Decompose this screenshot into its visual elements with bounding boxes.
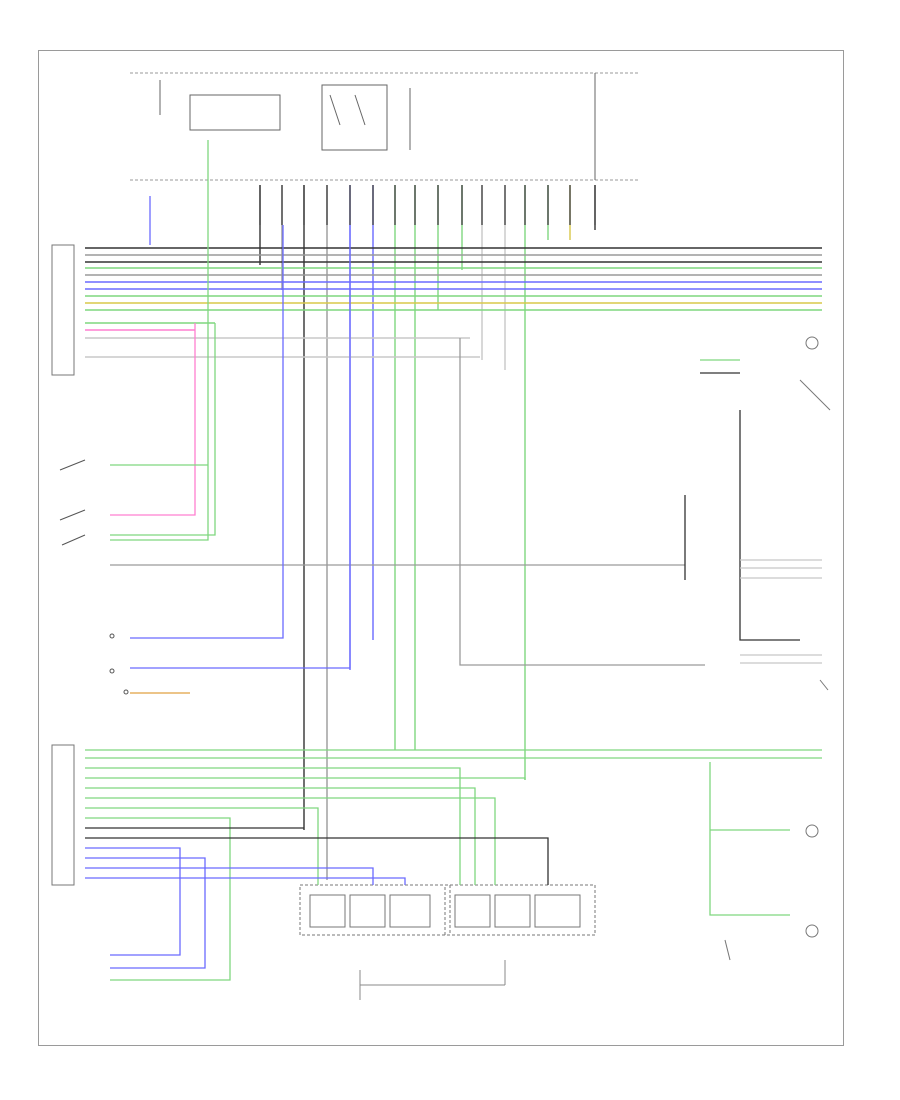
left-switches [59, 459, 129, 695]
misc-wires [85, 140, 822, 981]
right-components [724, 336, 831, 961]
wire-green-a [110, 140, 209, 541]
relay-block [159, 73, 596, 180]
wire-green-right-a [709, 762, 790, 916]
wire-bottom-f [85, 817, 231, 981]
bottom-modules [299, 884, 596, 1000]
wire-bottom-k [85, 867, 374, 885]
wire-blue-b [130, 225, 351, 669]
wire-bottom-a [85, 767, 461, 885]
wire-pink [110, 323, 196, 516]
wire-bottom-b [85, 777, 526, 780]
power-bus-top [130, 72, 640, 181]
diagram-frame [38, 50, 844, 1046]
wire-bottom-h [85, 837, 549, 885]
wire-gray-b [459, 338, 705, 666]
wire-bottom-j [85, 857, 206, 969]
left-connector-lower [51, 744, 75, 886]
wire-bottom-d [85, 797, 496, 885]
wire-blue-a [130, 225, 284, 639]
wire-bottom-e [85, 807, 319, 885]
left-connector-upper [51, 244, 75, 376]
wire-bottom-i [85, 847, 181, 956]
wire-green-b [110, 323, 216, 536]
wire-bottom-l [85, 877, 406, 885]
wire-right-a [739, 410, 800, 641]
wire-bottom-c [85, 787, 476, 885]
